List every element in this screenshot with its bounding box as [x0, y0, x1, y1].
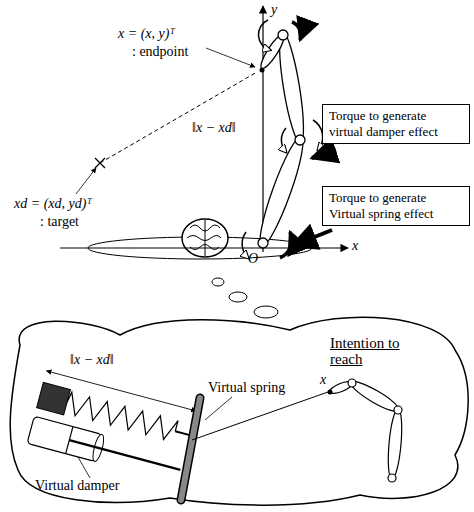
drawing-part	[292, 230, 332, 246]
drawing-part	[386, 409, 404, 480]
target-formula: xd = (xd, yd)ᵀ	[14, 196, 92, 212]
spring-damper	[27, 371, 196, 484]
endpoint-label: x	[320, 372, 326, 388]
leader	[76, 168, 96, 194]
dimension-line	[46, 371, 196, 411]
distance-line	[100, 72, 257, 163]
drawing-part	[242, 232, 248, 258]
intention-label: Intention to reach	[330, 335, 408, 367]
drawing-part	[254, 306, 278, 318]
axis-label: y	[271, 2, 277, 18]
drawing-part	[37, 382, 71, 414]
endpoint-dot	[328, 390, 333, 395]
drawing-part	[27, 416, 102, 461]
callout-text: Torque to generate virtual damper effect	[329, 108, 463, 140]
target-caption: : target	[40, 214, 79, 230]
drawing-part	[181, 398, 200, 500]
drawing-part	[182, 219, 228, 257]
drawing-part	[229, 292, 247, 302]
thought-cloud	[10, 317, 468, 505]
drawing-part	[281, 128, 286, 152]
distance-label: ‖x − xd‖	[192, 120, 236, 136]
y-axis	[262, 6, 263, 252]
link-line	[192, 392, 328, 440]
endpoint-dot	[260, 68, 265, 73]
leader	[205, 397, 232, 420]
drawing-part	[348, 377, 402, 416]
drawing-part	[348, 379, 356, 387]
drawing-part	[253, 134, 309, 249]
drawing-part	[292, 22, 301, 40]
drawing-part	[212, 278, 224, 286]
drawing-part	[280, 232, 292, 258]
callout-box: Torque to generate Virtual spring effect	[322, 186, 470, 226]
drawing-part	[258, 20, 270, 50]
callout-box: Torque to generate virtual damper effect	[322, 104, 470, 144]
target-cross	[95, 158, 105, 168]
robot-arm	[253, 30, 309, 249]
damper-label: Virtual damper	[35, 478, 119, 494]
drawing-part	[388, 474, 396, 482]
endpoint-caption: : endpoint	[132, 44, 188, 60]
brain	[182, 219, 228, 257]
rod	[181, 398, 200, 500]
leader	[206, 48, 255, 67]
drawing-part	[175, 431, 189, 435]
axis-label: x	[352, 238, 358, 254]
drawing-part	[278, 30, 288, 40]
drawing-part	[312, 150, 336, 158]
drawing-part	[394, 406, 402, 414]
drawing-part	[187, 220, 221, 256]
x-axis	[60, 247, 348, 248]
origin-label: O	[248, 251, 258, 267]
endpoint-formula: x = (x, y)ᵀ	[118, 26, 175, 42]
drawing-part	[295, 135, 305, 145]
callout-text: Torque to generate Virtual spring effect	[329, 190, 463, 222]
small-arm	[328, 377, 404, 482]
drawing-part	[258, 238, 268, 248]
distance-label: ‖x − xd‖	[70, 352, 114, 368]
leader	[78, 457, 90, 478]
spring-label: Virtual spring	[208, 380, 285, 396]
drawing-part	[69, 440, 180, 470]
thought-bubbles	[212, 278, 278, 318]
